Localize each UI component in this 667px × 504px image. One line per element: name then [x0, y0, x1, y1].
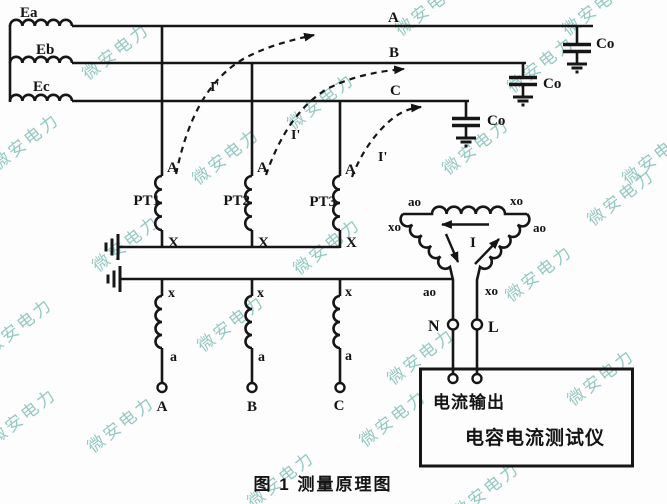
delta-ao-topleft-label: ao	[408, 194, 421, 209]
cap-c-plates	[452, 116, 480, 128]
cap-b-ground	[513, 95, 533, 107]
delta-right-winding	[475, 213, 531, 320]
primary-ground-symbol	[104, 234, 120, 260]
induced-current-label-1: I'	[210, 80, 219, 95]
l-terminal	[470, 318, 484, 331]
pt2-x-terminal-label: X	[258, 235, 269, 251]
cap-a-plates	[563, 42, 591, 54]
output-terminal-a-label: A	[157, 399, 168, 415]
induced-current-label-2: I'	[291, 128, 300, 143]
pt2-secondary-winding	[244, 294, 253, 350]
pt3-primary-winding	[331, 174, 341, 232]
cap-c-label: Co	[487, 113, 505, 129]
delta-left-winding	[399, 213, 455, 320]
delta-ao-bottom-label: ao	[423, 284, 436, 299]
cap-a-label: Co	[596, 36, 614, 52]
capacitor-phase-c	[452, 101, 480, 148]
induced-current-label-3: I'	[378, 150, 387, 165]
capacitive-current-path-1	[174, 32, 316, 175]
pt1-name-label: PT1	[133, 193, 160, 209]
n-terminal	[446, 318, 460, 331]
pt1-x-terminal-label: X	[168, 235, 179, 251]
pt1-sec-a-label: a	[170, 350, 177, 365]
pt2-primary-winding	[243, 174, 253, 232]
cap-b-plates	[509, 75, 537, 87]
source-ec-label: Ec	[33, 79, 50, 95]
device-name-label: 电容电流测试仪	[465, 426, 605, 449]
delta-current-arrow-right	[474, 238, 500, 265]
pt2-a-terminal-label: A	[257, 160, 268, 176]
delta-top-winding	[403, 205, 527, 216]
pt3-x-terminal-label: X	[346, 235, 357, 251]
pt2-sec-x-label: x	[257, 286, 264, 301]
pt1-secondary-winding	[154, 294, 163, 350]
l-terminal-label: L	[488, 319, 499, 336]
pt2-secondary-terminal	[246, 381, 258, 394]
device-box	[419, 367, 634, 468]
phase-a-label: A	[388, 10, 399, 26]
pt2-sec-a-label: a	[258, 350, 265, 365]
phase-c-label: C	[390, 83, 401, 99]
pt3-sec-a-label: a	[345, 349, 352, 364]
cap-c-ground	[456, 136, 476, 148]
secondary-ground-symbol	[106, 266, 122, 292]
capacitive-current-path-3	[350, 103, 423, 178]
capacitor-phase-a	[563, 26, 591, 74]
device-output-port-label: 电流输出	[433, 392, 505, 412]
pt1-secondary-terminal	[156, 381, 168, 394]
pt3-secondary-terminal	[334, 381, 346, 394]
source-coil-ec	[8, 93, 74, 102]
pt3-secondary-winding	[332, 294, 341, 350]
pt3-a-terminal-label: A	[345, 162, 356, 178]
source-ea-label: Ea	[20, 5, 38, 21]
delta-xo-left-label: xo	[388, 219, 401, 234]
source-coil-ea	[8, 18, 74, 27]
device-output-terminal-1	[447, 372, 459, 385]
pt1-a-terminal-label: A	[167, 160, 178, 176]
cap-b-label: Co	[543, 76, 561, 92]
delta-current-label: I	[470, 235, 476, 251]
delta-xo-topright-label: xo	[510, 193, 523, 208]
pt1-sec-x-label: x	[168, 286, 175, 301]
delta-ao-right-label: ao	[533, 220, 546, 235]
device-output-terminal-2	[471, 372, 483, 385]
capacitor-phase-b	[509, 63, 537, 107]
figure-caption: 图 1 测量原理图	[254, 474, 393, 494]
source-coil-eb	[8, 55, 74, 64]
cap-a-ground	[567, 62, 587, 74]
output-terminal-c-label: C	[334, 398, 345, 414]
pt3-name-label: PT3	[309, 194, 336, 210]
source-eb-label: Eb	[36, 42, 54, 58]
n-terminal-label: N	[428, 318, 440, 335]
pt3-sec-x-label: x	[345, 285, 352, 300]
delta-current-arrow-left	[444, 233, 460, 264]
pt1-primary-winding	[153, 174, 163, 232]
pt2-name-label: PT2	[223, 193, 250, 209]
phase-b-label: B	[389, 45, 399, 61]
output-terminal-b-label: B	[247, 399, 257, 415]
delta-xo-bottom-label: xo	[485, 283, 498, 298]
